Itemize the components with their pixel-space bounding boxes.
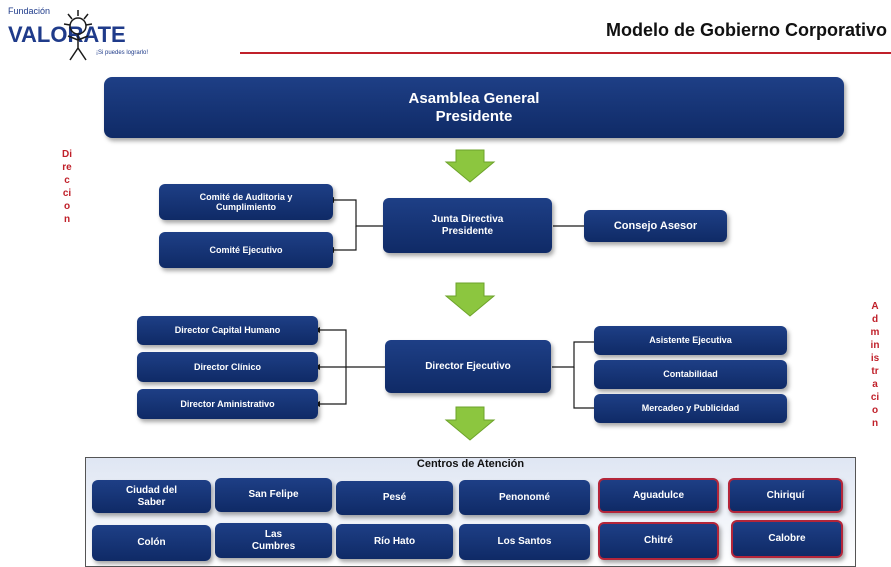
director-capital-humano-box: Director Capital Humano bbox=[137, 316, 318, 345]
director-label: Director Capital Humano bbox=[174, 325, 281, 336]
director-label: Director Aministrativo bbox=[180, 398, 275, 409]
side-label-administracion: Administracion bbox=[870, 301, 880, 429]
junta-directiva-box: Junta Directiva Presidente bbox=[383, 198, 552, 253]
centro-box-red: Aguadulce bbox=[598, 478, 719, 513]
asamblea-general-box: Asamblea General Presidente bbox=[104, 77, 844, 138]
centro-box: Los Santos bbox=[459, 524, 590, 560]
centros-title: Centros de Atención bbox=[416, 458, 525, 470]
down-arrow-icon bbox=[444, 282, 496, 317]
logo-small-text: Fundación bbox=[8, 6, 51, 16]
centro-line1: Pesé bbox=[382, 492, 407, 504]
centro-box: Río Hato bbox=[336, 524, 453, 559]
director-ejecutivo-label: Director Ejecutivo bbox=[425, 360, 511, 372]
centro-label: Calobre bbox=[768, 533, 806, 545]
centro-line1: Las bbox=[264, 529, 283, 540]
staff-label: Mercadeo y Publicidad bbox=[641, 403, 740, 414]
asamblea-line2: Presidente bbox=[435, 107, 513, 125]
centro-box-red: Calobre bbox=[731, 520, 843, 558]
centro-line1: San Felipe bbox=[248, 489, 299, 501]
comite-auditoria-line1: Comité de Auditoria y bbox=[199, 191, 293, 202]
mercadeo-box: Mercadeo y Publicidad bbox=[594, 394, 787, 423]
junta-line2: Presidente bbox=[441, 225, 494, 237]
centro-box: San Felipe bbox=[215, 478, 332, 512]
junta-line1: Junta Directiva bbox=[431, 214, 504, 225]
side-label-direccion: Direccion bbox=[62, 149, 72, 225]
comite-auditoria-box: Comité de Auditoria y Cumplimiento bbox=[159, 184, 333, 220]
down-arrow-icon bbox=[444, 149, 496, 183]
asistente-ejecutiva-box: Asistente Ejecutiva bbox=[594, 326, 787, 355]
centro-box-red: Chiriquí bbox=[728, 478, 843, 513]
centro-box: Pesé bbox=[336, 481, 453, 515]
comite-ejecutivo-box: Comité Ejecutivo bbox=[159, 232, 333, 268]
logo-tagline: ¡Si puedes lograrlo! bbox=[96, 50, 149, 56]
centro-box-red: Chitré bbox=[598, 522, 719, 560]
consejo-asesor-box: Consejo Asesor bbox=[584, 210, 727, 242]
contabilidad-box: Contabilidad bbox=[594, 360, 787, 389]
asamblea-line1: Asamblea General bbox=[408, 90, 540, 108]
valorate-logo: Fundación VALORATE ¡Si puedes lograrlo! bbox=[8, 6, 168, 62]
staff-label: Contabilidad bbox=[663, 369, 718, 380]
page-title: Modelo de Gobierno Corporativo bbox=[605, 20, 887, 40]
centro-label: Chitré bbox=[644, 535, 673, 547]
centro-line1: Los Santos bbox=[497, 536, 552, 548]
centro-line1: Penonomé bbox=[498, 491, 551, 503]
centro-box: Colón bbox=[92, 525, 211, 561]
staff-label: Asistente Ejecutiva bbox=[649, 335, 732, 346]
consejo-asesor-label: Consejo Asesor bbox=[613, 219, 698, 232]
centro-line2: Cumbres bbox=[251, 540, 296, 552]
director-ejecutivo-box: Director Ejecutivo bbox=[385, 340, 551, 393]
comite-ejecutivo-label: Comité Ejecutivo bbox=[209, 244, 283, 255]
centro-box: Penonomé bbox=[459, 480, 590, 515]
stick-figure-icon bbox=[63, 10, 93, 61]
down-arrow-icon bbox=[444, 406, 496, 441]
centro-line2: Saber bbox=[137, 496, 166, 508]
centro-line1: Ciudad del bbox=[125, 485, 178, 496]
centro-line1: Río Hato bbox=[373, 535, 416, 547]
logo-word: VALORATE bbox=[8, 22, 126, 47]
centro-label: Aguadulce bbox=[632, 489, 685, 501]
director-administrativo-box: Director Aministrativo bbox=[137, 389, 318, 419]
centro-line1: Colón bbox=[137, 537, 166, 549]
centro-label: Chiriquí bbox=[766, 489, 805, 501]
director-label: Director Clínico bbox=[193, 361, 261, 372]
title-underline bbox=[240, 52, 891, 54]
comite-auditoria-line2: Cumplimiento bbox=[216, 202, 276, 212]
director-clinico-box: Director Clínico bbox=[137, 352, 318, 382]
